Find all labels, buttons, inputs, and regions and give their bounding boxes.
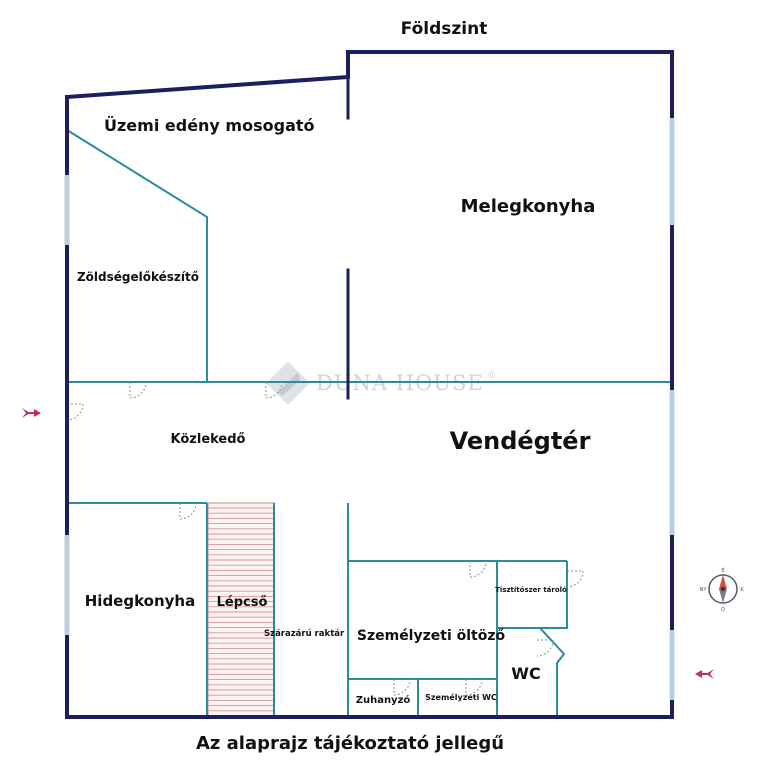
door-swings bbox=[66, 381, 584, 696]
outer-walls bbox=[64, 50, 674, 719]
room-label-zuhanyzo: Zuhanyzó bbox=[356, 694, 411, 706]
compass-north: É bbox=[721, 566, 724, 574]
compass-icon: É D K NY bbox=[700, 566, 745, 613]
room-label-lepcso: Lépcső bbox=[217, 595, 268, 610]
footer-note: Az alaprajz tájékoztató jellegű bbox=[196, 733, 504, 754]
entrance-arrow-left-icon bbox=[22, 408, 41, 418]
watermark: DUNA HOUSE ® bbox=[266, 362, 497, 405]
inner-walls bbox=[66, 129, 672, 717]
room-label-uzemi: Üzemi edény mosogató bbox=[104, 116, 315, 135]
watermark-registered: ® bbox=[487, 371, 497, 381]
room-label-hideg: Hidegkonyha bbox=[85, 592, 195, 610]
room-label-meleg: Melegkonyha bbox=[461, 196, 596, 217]
room-label-szem-wc: Személyzeti WC bbox=[425, 692, 497, 702]
windows bbox=[64, 118, 675, 700]
room-label-wc: WC bbox=[511, 664, 540, 683]
compass-east: K bbox=[740, 587, 744, 593]
room-label-oltozo: Személyzeti öltöző bbox=[357, 628, 506, 644]
room-label-szaraz: Szárazárú raktár bbox=[264, 629, 345, 639]
floor-title: Földszint bbox=[401, 19, 488, 39]
room-label-kozlekedo: Közlekedő bbox=[171, 432, 246, 447]
entrance-arrow-right-icon bbox=[695, 669, 714, 679]
room-label-tisztito: Tisztítószer tároló bbox=[495, 586, 567, 594]
duna-house-logo-icon bbox=[266, 362, 310, 405]
stairs-hatch bbox=[207, 502, 275, 718]
room-label-vendeg: Vendégtér bbox=[450, 427, 591, 455]
room-label-zoldseg: Zöldségelőkészítő bbox=[77, 270, 199, 284]
compass-south: D bbox=[721, 607, 725, 613]
compass-west: NY bbox=[700, 587, 708, 593]
